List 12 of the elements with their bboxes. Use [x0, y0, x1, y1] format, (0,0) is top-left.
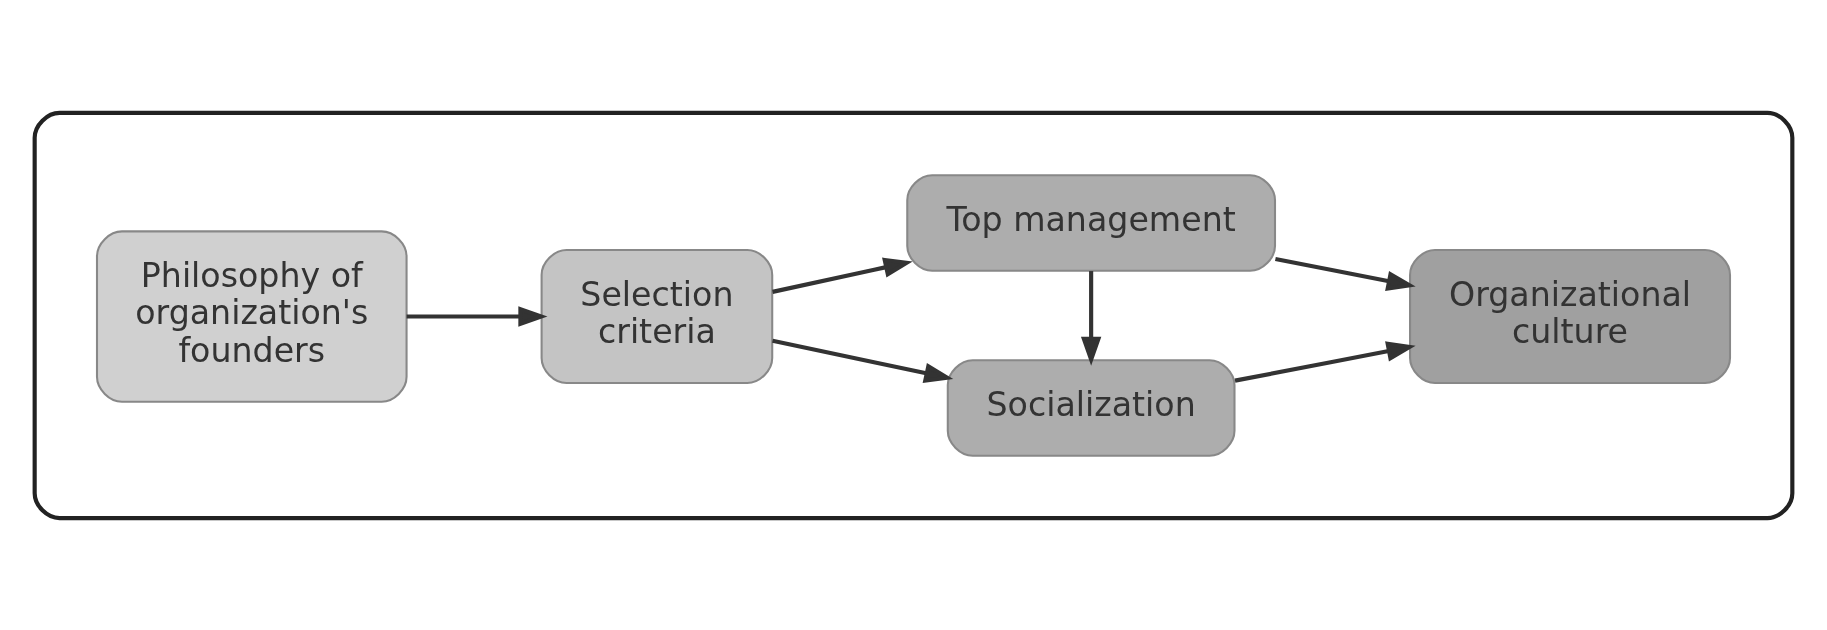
- node-box: Philosophy of organization's founders: [95, 229, 408, 403]
- arrow: [772, 338, 954, 383]
- arrow: [406, 305, 548, 327]
- cluster: [32, 110, 1795, 520]
- arrow: [772, 257, 913, 294]
- arrow: [1234, 340, 1416, 383]
- arrow: [1080, 270, 1102, 366]
- node-box: Top management: [906, 173, 1277, 272]
- node-box: Selection criteria: [540, 248, 774, 384]
- node-box: Socialization: [946, 358, 1236, 457]
- arrow: [1275, 256, 1416, 291]
- node-box: Organizational culture: [1409, 248, 1732, 384]
